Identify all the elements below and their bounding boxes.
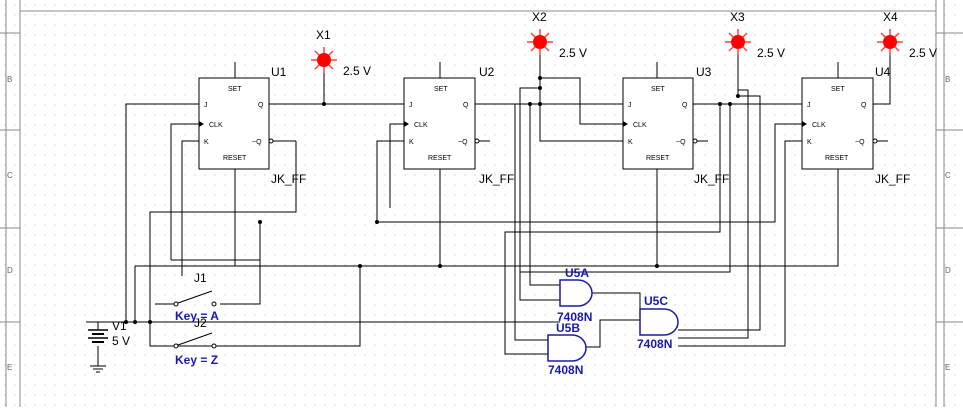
probe-lamp-icon <box>877 29 903 55</box>
pin-label: Q <box>258 102 264 109</box>
pin-label: SET <box>434 86 448 93</box>
gate-part: 7408N <box>637 337 672 351</box>
ff-ref: U2 <box>479 65 495 79</box>
switch-ref: J1 <box>194 271 207 285</box>
gate-part: 7408N <box>548 363 583 377</box>
and-gate-u5b[interactable]: U5B 7408N <box>547 321 587 377</box>
pin-label: ~Q <box>855 139 865 146</box>
pin-label: ~Q <box>252 139 262 146</box>
probe-lamp-icon <box>527 29 553 55</box>
probe-name: X1 <box>316 28 331 42</box>
border-label: B <box>945 75 950 84</box>
probe-voltage: 2.5 V <box>559 46 587 60</box>
battery-v1[interactable]: V1 5 V <box>86 319 130 348</box>
pin-label: Q <box>861 102 867 109</box>
flipflop-u4[interactable]: SET J Q CLK K ~Q RESET U4 JK_FF <box>801 65 910 186</box>
pin-label: CLK <box>633 122 647 129</box>
probe-x1[interactable]: X1 2.5 V <box>311 28 371 78</box>
gate-ref: U5C <box>644 294 668 308</box>
pin-label: RESET <box>646 155 670 162</box>
pin-label: CLK <box>209 122 223 129</box>
flipflop-u3[interactable]: SET J Q CLK K ~Q RESET U3 JK_FF <box>622 65 729 186</box>
ff-ref: U3 <box>696 65 712 79</box>
pin-label: ~Q <box>458 139 468 146</box>
ff-part: JK_FF <box>271 172 306 186</box>
border-label: D <box>945 266 951 275</box>
ff-part: JK_FF <box>479 172 514 186</box>
switch-key: Key = A <box>175 309 219 323</box>
border-label: C <box>945 171 951 180</box>
border-label: C <box>7 171 13 180</box>
pin-label: SET <box>651 86 665 93</box>
pin-label: SET <box>228 86 242 93</box>
probe-voltage: 2.5 V <box>757 46 785 60</box>
junction-dots <box>124 76 740 324</box>
switch-ref: J2 <box>194 316 207 330</box>
pin-label: ~Q <box>676 139 686 146</box>
switch-j2[interactable]: J2 Key = Z <box>173 316 218 367</box>
pin-label: RESET <box>223 155 247 162</box>
probe-name: X3 <box>730 10 745 24</box>
ff-ref: U1 <box>271 65 287 79</box>
probe-lamp-icon <box>725 29 751 55</box>
pin-label: K <box>204 139 209 146</box>
probe-voltage: 2.5 V <box>909 46 937 60</box>
pin-label: K <box>807 139 812 146</box>
pin-label: Q <box>682 102 688 109</box>
gate-ref: U5B <box>556 321 580 335</box>
pin-label: CLK <box>812 122 826 129</box>
ff-part: JK_FF <box>875 172 910 186</box>
pin-label: J <box>628 102 632 109</box>
probe-name: X2 <box>532 10 547 24</box>
probe-x3[interactable]: X3 2.5 V <box>725 10 785 60</box>
probe-x2[interactable]: X2 2.5 V <box>527 10 587 60</box>
wires <box>86 44 891 373</box>
switch-key: Key = Z <box>175 353 218 367</box>
battery-ref: V1 <box>112 319 127 333</box>
and-gate-u5a[interactable]: U5A 7408N <box>557 266 593 324</box>
probe-x4[interactable]: X4 2.5 V <box>877 10 937 60</box>
pin-label: RESET <box>825 155 849 162</box>
pin-label: K <box>409 139 414 146</box>
probe-voltage: 2.5 V <box>343 64 371 78</box>
pin-label: J <box>409 102 413 109</box>
border-label: E <box>945 363 950 372</box>
probe-name: X4 <box>883 10 898 24</box>
probe-lamp-icon <box>311 47 337 73</box>
pin-label: CLK <box>414 122 428 129</box>
flipflop-u2[interactable]: SET J Q CLK K ~Q RESET U2 JK_FF <box>403 65 514 186</box>
flipflop-u1[interactable]: SET J Q CLK K ~Q RESET U1 JK_FF <box>198 65 306 186</box>
and-gate-u5c[interactable]: U5C 7408N <box>637 294 679 351</box>
pin-label: J <box>204 102 208 109</box>
battery-value: 5 V <box>112 334 130 348</box>
pin-label: Q <box>463 102 469 109</box>
pin-label: J <box>807 102 811 109</box>
border-label: E <box>7 363 12 372</box>
pin-label: RESET <box>428 155 452 162</box>
ff-part: JK_FF <box>694 172 729 186</box>
pin-label: SET <box>831 86 845 93</box>
gate-ref: U5A <box>565 266 589 280</box>
border-label: B <box>7 75 12 84</box>
pin-label: K <box>628 139 633 146</box>
ff-ref: U4 <box>875 65 891 79</box>
border-label: D <box>7 266 13 275</box>
switch-j1[interactable]: J1 Key = A <box>155 271 219 323</box>
gate-part: 7408N <box>557 310 592 324</box>
